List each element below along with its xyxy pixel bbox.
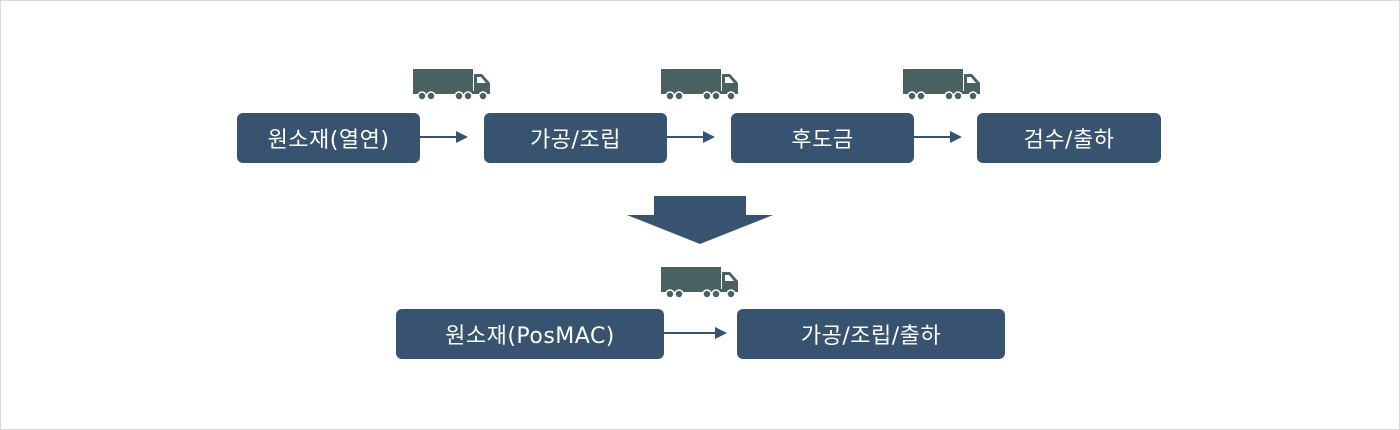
truck-icon [661,69,738,101]
flow-arrow-2 [667,131,715,143]
truck-icon [661,267,738,299]
truck-icon [413,69,490,101]
step-processing-assembly: 가공/조립 [484,113,667,163]
step-raw-material-posmac: 원소재(PosMAC) [396,309,664,359]
flow-arrow-1 [420,131,468,143]
step-processing-assembly-shipping: 가공/조립/출하 [737,309,1005,359]
truck-icon [903,69,980,101]
step-raw-material-hot-rolled: 원소재(열연) [237,113,420,163]
flow-arrow-4 [664,327,727,339]
flow-arrow-3 [914,131,962,143]
down-arrow-icon [627,196,773,244]
step-inspection-shipping: 검수/출하 [977,113,1161,163]
step-post-plating: 후도금 [731,113,914,163]
